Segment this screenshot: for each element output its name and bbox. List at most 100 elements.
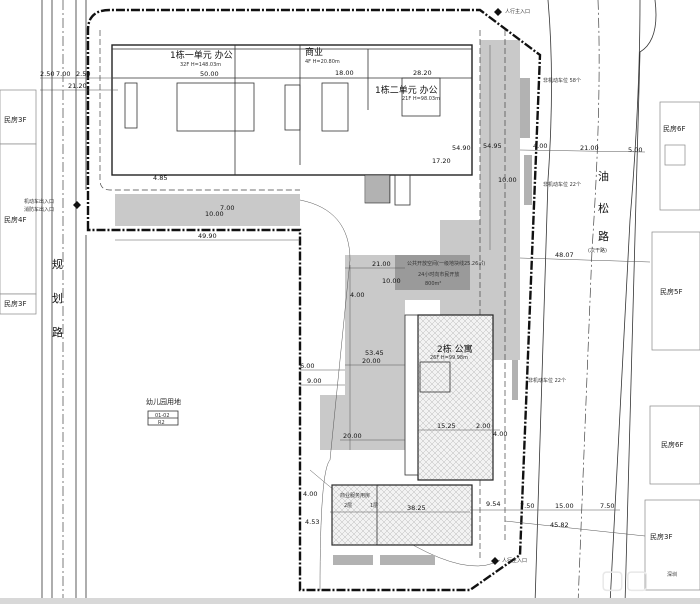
podium-building: 商业服务用房 2层 1层 (331, 484, 473, 565)
dimension: 4.53 (305, 518, 319, 526)
entrance-label: 机动车出入口 (24, 198, 54, 205)
dimension: 10.00 (382, 277, 401, 285)
dimension: 9.00 (307, 377, 321, 385)
public-open-space: 公共开放空间(一级地块线25.26㎡) 24小时向市民开放 800m² (407, 260, 485, 287)
left-road-name-3: 路 (52, 326, 63, 339)
building-1-unit-1-name: 1栋一单元 办公 (170, 49, 233, 61)
dimension: 48.07 (555, 251, 574, 259)
residence-label: 民房5F (660, 287, 682, 296)
bike-parking (520, 78, 530, 138)
building-1-unit-2-name: 1栋二单元 办公 (375, 84, 438, 96)
dimension: 53.45 (365, 349, 384, 357)
building-2: 2栋 公寓 26F H=99.98m (404, 314, 494, 481)
public-space-area: 800m² (425, 281, 441, 287)
dimension: 9.54 (486, 500, 500, 508)
dimension: 49.90 (198, 232, 217, 240)
right-road-name-3: 路 (598, 230, 609, 243)
dimension: 54.95 (483, 142, 502, 150)
bike-parking-label: 非机动车位 58个 (543, 77, 581, 84)
dimension: 7.50 (600, 502, 614, 510)
residence-label: 民房4F (4, 215, 26, 224)
dimension: 20.00 (343, 432, 362, 440)
right-road-name-2: 松 (598, 201, 609, 215)
kindergarten-plot: 幼儿园用地 01-02 R2 (146, 397, 181, 426)
podium-floors-1: 1层 (370, 503, 378, 509)
bike-parking (512, 360, 518, 400)
residence-label: 民房3F (650, 532, 672, 541)
entrance-label: 人行主入口 (505, 8, 530, 15)
public-space-subtitle: 24小时向市民开放 (418, 271, 459, 278)
dimension: 6.00 (300, 362, 314, 370)
entrances: 人行主入口 人行主入口 机动车出入口 消防车出入口 (24, 8, 530, 565)
bike-parking (380, 555, 435, 565)
public-space-title: 公共开放空间(一级地块线25.26㎡) (407, 260, 485, 267)
podium-floors: 2层 (344, 503, 352, 509)
podium-label: 商业服务用房 (340, 492, 370, 499)
kindergarten-name: 幼儿园用地 (146, 397, 181, 406)
watermark-logo: ▢▢ (600, 565, 649, 595)
bike-parking (333, 555, 373, 565)
residence-label: 民房3F (4, 115, 26, 124)
building-1: 1栋一单元 办公 32F H=148.03m 50.00 商业 4F H=20.… (111, 44, 473, 206)
residence-label: 民房3F (4, 299, 26, 308)
entrance-marker-icon (491, 557, 499, 565)
dimension: 2.00 (476, 422, 490, 430)
residence-label: 民房6F (663, 124, 685, 133)
entrance-marker-icon (73, 201, 81, 209)
dimension: 21.00 (372, 260, 391, 268)
left-road-name-2: 划 (52, 292, 63, 305)
watermark-text: 深圳 (667, 571, 677, 578)
dimension: 4.00 (350, 291, 364, 299)
dimension: 50.00 (200, 70, 219, 78)
bike-parking (524, 155, 532, 205)
dimension: 18.00 (335, 69, 354, 77)
dimension: 15.00 (555, 502, 574, 510)
residence-label: 民房6F (661, 440, 683, 449)
left-road-name-1: 规 (52, 257, 63, 271)
dimension: 10.00 (205, 210, 224, 218)
commercial-name: 商业 (305, 46, 323, 58)
dimension: 38.25 (407, 504, 426, 512)
dimension: 4.85 (153, 174, 167, 182)
right-residences: 民房6F 民房5F 民房6F 民房3F (644, 101, 700, 591)
dimension: 2.50 (40, 70, 54, 78)
building-2-info: 26F H=99.98m (430, 355, 468, 361)
dimension: 7.50 (520, 502, 534, 510)
dimension: 7.00 (220, 204, 234, 212)
dimension: 17.20 (432, 157, 451, 165)
dimension: 28.20 (413, 69, 432, 77)
left-residences: 民房3F 民房4F 民房3F (0, 89, 37, 315)
commercial-info: 4F H=20.80m (305, 59, 340, 65)
dimension: 4.00 (303, 490, 317, 498)
bike-parking-label: 非机动车位 22个 (543, 181, 581, 188)
dimension: 2.50 (76, 70, 90, 78)
kindergarten-type: R2 (158, 420, 165, 426)
dimension: 54.90 (452, 144, 471, 152)
right-road: 油 松 路 (次干路) (534, 0, 657, 604)
kindergarten-code: 01-02 (155, 413, 170, 419)
left-road: 规 划 路 (41, 0, 87, 604)
stair-block (364, 174, 391, 204)
dimension: 15.25 (437, 422, 456, 430)
entrance-label: 消防车出入口 (24, 206, 54, 213)
entrance-marker-icon (494, 8, 502, 16)
dimension-lines (40, 45, 651, 537)
dimension-labels: 2.50 7.00 2.50 21.20 49.90 10.00 7.00 4.… (40, 70, 642, 529)
dimension: 7.00 (56, 70, 70, 78)
dimension: 5.00 (628, 146, 642, 154)
entrance-label: 人行主入口 (502, 557, 527, 564)
dimension: 10.00 (498, 176, 517, 184)
dimension: 20.00 (362, 357, 381, 365)
dimension: 21.00 (580, 144, 599, 152)
footer-bar (0, 598, 700, 604)
site-boundary (86, 8, 542, 592)
building-1-unit-1-info: 32F H=148.03m (180, 62, 221, 68)
bike-parking-label: 非机动车位 22个 (528, 377, 566, 384)
right-road-class: (次干路) (588, 247, 607, 254)
dimension: 4.00 (493, 430, 507, 438)
dimension: 21.20 (68, 82, 87, 90)
building-2-name: 2栋 公寓 (437, 343, 473, 355)
dimension: 45.82 (550, 521, 569, 529)
building-1-unit-2-info: 21F H=98.03m (402, 96, 440, 102)
